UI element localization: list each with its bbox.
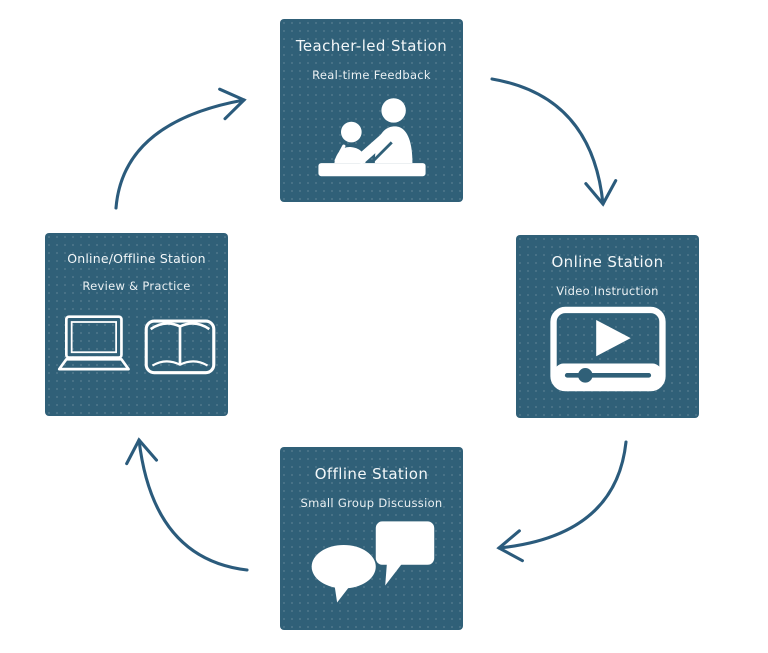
station-icon-area bbox=[53, 293, 220, 404]
speech-bubbles-icon bbox=[311, 521, 434, 603]
station-icon-area bbox=[288, 82, 455, 190]
station-teacher-led: Teacher-led Station Real-time Feedback bbox=[280, 19, 463, 202]
station-subtitle: Real-time Feedback bbox=[312, 68, 431, 82]
station-title: Online Station bbox=[551, 253, 664, 271]
station-title: Teacher-led Station bbox=[295, 37, 448, 55]
station-icon-area bbox=[524, 298, 691, 406]
station-offline: Offline Station Small Group Discussion bbox=[280, 447, 463, 630]
station-subtitle: Review & Practice bbox=[82, 279, 191, 293]
station-subtitle: Video Instruction bbox=[556, 284, 659, 298]
arrow-bottom-to-left bbox=[125, 437, 249, 572]
video-player-icon bbox=[549, 306, 666, 392]
laptop-icon bbox=[57, 314, 130, 370]
station-icon-area bbox=[288, 510, 455, 618]
arrow-top-to-right bbox=[490, 77, 618, 207]
station-title: Online/Offline Station bbox=[67, 251, 206, 266]
arrow-left-to-top bbox=[114, 87, 247, 210]
station-title: Offline Station bbox=[314, 465, 429, 483]
teacher-student-desk-icon bbox=[317, 98, 426, 177]
arrow-right-to-bottom bbox=[496, 440, 628, 563]
station-online: Online Station Video Instruction bbox=[516, 235, 699, 418]
station-online-offline: Online/Offline Station Review & Practice bbox=[45, 233, 228, 416]
open-book-icon bbox=[144, 319, 215, 374]
station-subtitle: Small Group Discussion bbox=[300, 496, 443, 510]
